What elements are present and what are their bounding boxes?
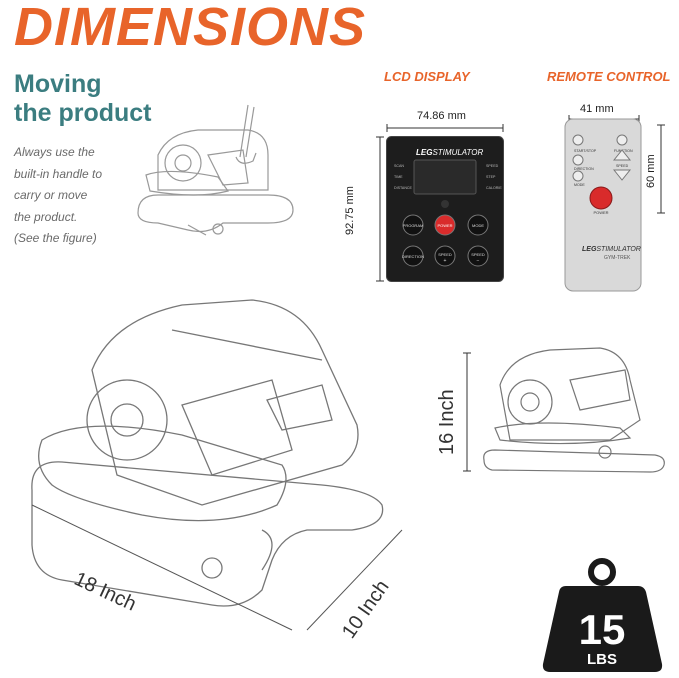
remote-power-button[interactable] [589,186,613,210]
speed-down-button[interactable] [467,245,489,267]
lcd-right-label: STEP [486,175,496,179]
remote-heading: REMOTE CONTROL [547,69,671,84]
desc-line: built-in handle to [14,166,103,181]
remote-control: START/STOP FUNCTION DIRECTION SPEED MODE… [564,118,642,292]
start-stop-button[interactable] [572,134,584,146]
remote-label: DIRECTION [574,167,594,171]
direction-button[interactable] [402,245,424,267]
lcd-width-label: 74.86 mm [417,110,466,122]
mode-button-label: MODE [472,223,484,228]
speed-up-arrow-icon[interactable] [612,149,632,161]
remote-brand: LEGSTIMULATOR [582,246,641,253]
speed-minus-sign: − [477,258,480,264]
speed-up-button[interactable] [434,245,456,267]
machine-illustration [31,299,403,631]
page-title: DIMENSIONS [14,0,367,57]
speed-up-label: SPEED [438,252,452,257]
direction-remote-button[interactable] [572,154,584,166]
remote-brand-sub: GYM-TREK [604,255,631,261]
moving-description: Always use the built-in handle to carry … [14,142,102,250]
lcd-height-label: 92.75 mm [344,186,356,235]
weight-handle-icon [588,558,616,586]
side-view-illustration [483,347,665,473]
lcd-right-label: SPEED [486,164,499,168]
lcd-width-line [386,124,504,132]
moving-heading: Moving the product [14,70,152,128]
desc-line: the product. [14,209,78,224]
speed-down-arrow-icon[interactable] [612,169,632,181]
speed-down-label: SPEED [471,252,485,257]
remote-label: MODE [574,183,585,187]
remote-label: SPEED [616,164,629,168]
remote-power-label: POWER [593,210,608,215]
height-dimension: 16 Inch [436,389,458,455]
height-dimension-line [463,352,471,472]
moving-line-1: Moving [14,70,102,98]
kettlebell-icon [542,586,663,672]
program-button[interactable] [402,214,424,236]
mode-remote-button[interactable] [572,170,584,182]
carry-illustration [137,104,294,236]
function-button[interactable] [616,134,628,146]
remote-height-line [657,124,665,214]
desc-line: Always use the [14,145,95,159]
remote-width-label: 41 mm [580,103,614,115]
speed-plus-sign: + [444,258,447,264]
lcd-panel: LEGSTIMULATOR SCAN TIME DISTANCE SPEED S… [386,136,504,282]
weight-value: 15 [579,606,626,653]
moving-line-2: the product [14,99,152,127]
lcd-left-label: SCAN [394,164,404,168]
lcd-brand: LEGSTIMULATOR [416,148,483,157]
lcd-left-label: DISTANCE [394,186,413,190]
lcd-right-label: CALORIE [486,186,502,190]
desc-line: (See the figure) [14,231,97,245]
weight-unit: LBS [587,651,617,668]
lcd-power-button[interactable] [434,214,456,236]
lcd-screen [413,159,477,195]
lcd-power-button-label: POWER [437,223,452,228]
remote-label: FUNCTION [614,149,633,153]
direction-button-label: DIRECTION [402,254,424,259]
lcd-sensor [441,200,449,208]
lcd-heading: LCD DISPLAY [384,69,470,84]
lcd-left-label: TIME [394,175,403,179]
desc-line: carry or move [14,188,88,202]
program-button-label: PROGRAM [403,223,424,228]
remote-label: START/STOP [574,149,597,153]
mode-button[interactable] [467,214,489,236]
lcd-height-line [376,136,384,282]
weight-badge: 15 LBS [542,558,663,672]
